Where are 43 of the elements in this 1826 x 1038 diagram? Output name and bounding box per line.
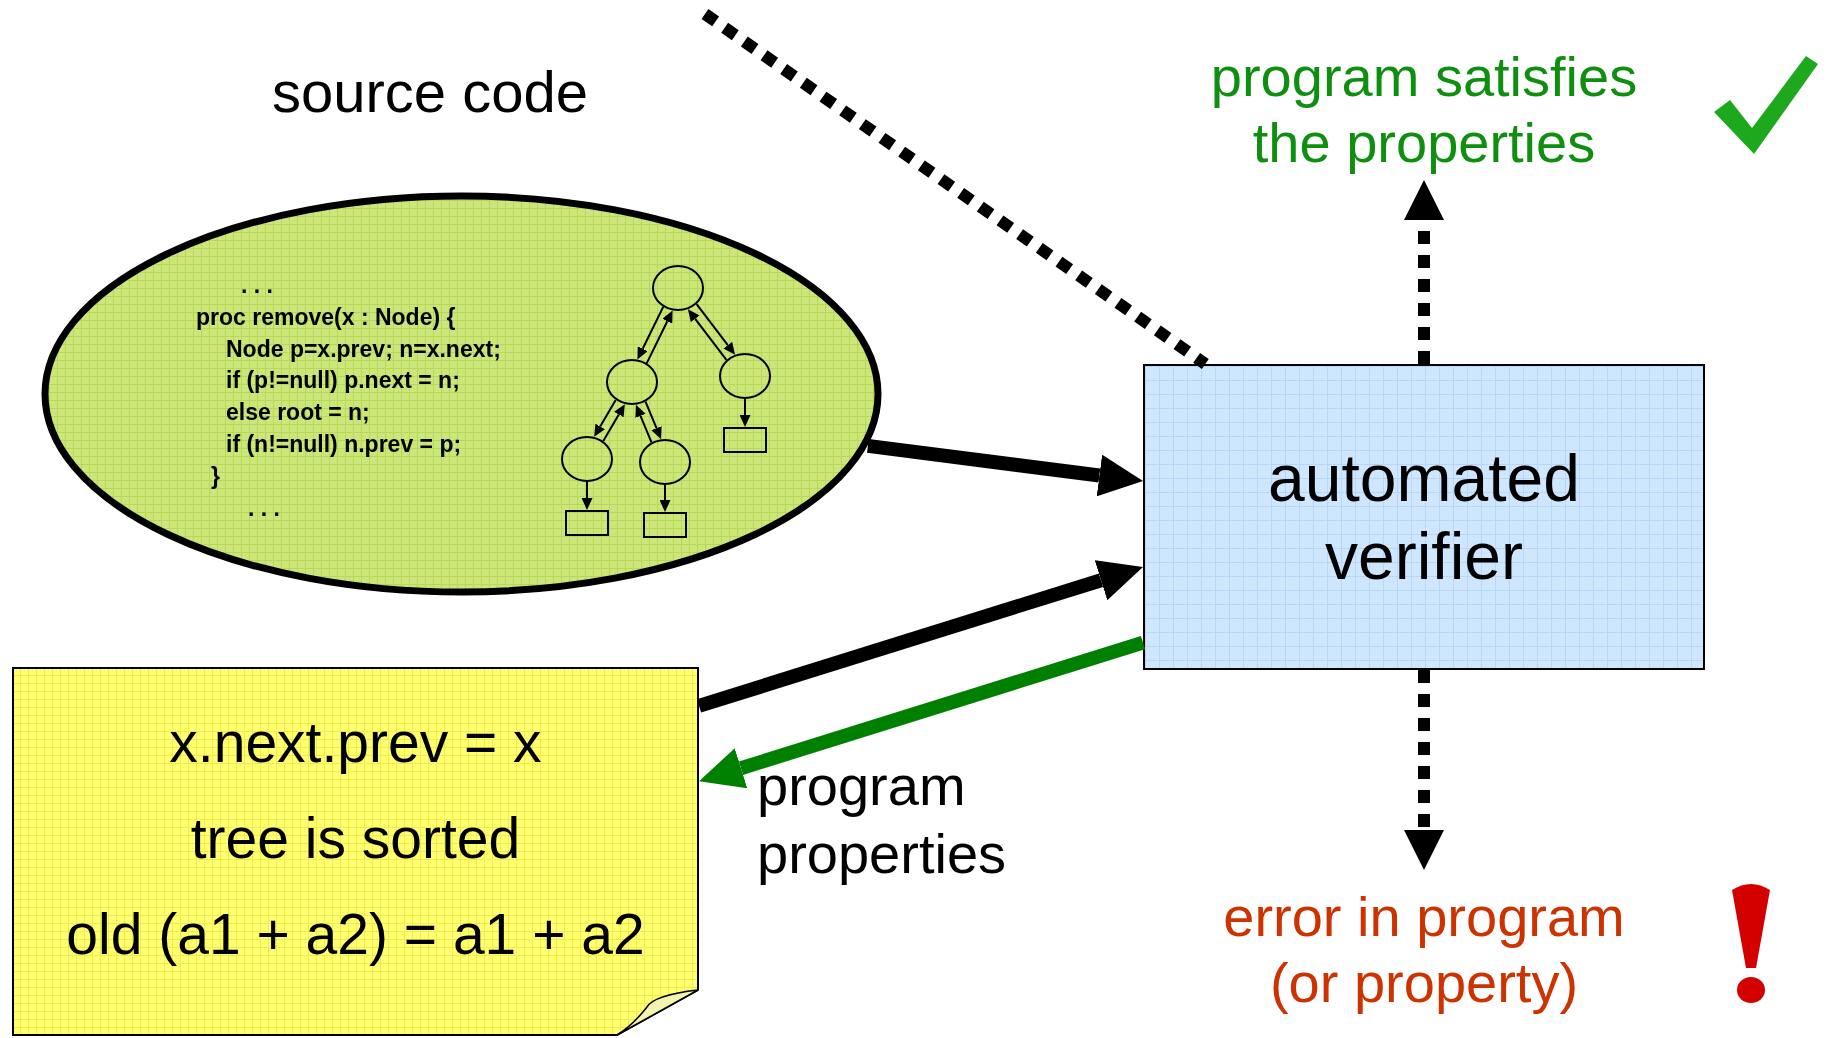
arrow xyxy=(739,398,751,427)
note-card xyxy=(12,667,699,1035)
arrow xyxy=(867,438,1144,497)
caption-text: program properties xyxy=(757,753,1008,887)
square-node xyxy=(565,510,609,536)
circle-node xyxy=(561,436,613,482)
code-line: } xyxy=(211,461,220,491)
code-line: . . . xyxy=(241,271,273,300)
code-line: Node p=x.prev; n=x.next; xyxy=(226,334,501,364)
arrow xyxy=(699,635,1146,789)
arrow xyxy=(594,398,617,437)
connector-line xyxy=(701,9,1209,369)
code-line: proc remove(x : Node) { xyxy=(196,302,456,332)
code-line: . . . xyxy=(248,493,280,523)
result-text: program satisfies the properties xyxy=(1189,40,1659,180)
circle-node xyxy=(639,439,691,485)
result-text: error in program (or property) xyxy=(1189,870,1659,1030)
property-text: tree is sorted xyxy=(189,805,522,872)
caption-text: source code xyxy=(271,58,589,126)
property-text: x.next.prev = x xyxy=(168,709,543,776)
circle-node xyxy=(652,265,704,311)
arrow xyxy=(1404,180,1444,364)
arrow xyxy=(687,309,728,361)
arrow xyxy=(1404,670,1444,870)
arrow xyxy=(637,305,665,360)
arrow xyxy=(695,303,736,355)
arrow xyxy=(645,310,673,365)
arrow xyxy=(644,400,662,440)
property-text: old (a1 + a2) = a1 + a2 xyxy=(65,901,646,968)
code-line: if (n!=null) n.prev = p; xyxy=(226,430,462,459)
oval-shape xyxy=(41,192,882,596)
square-node xyxy=(723,427,767,453)
arrow xyxy=(635,404,653,444)
arrow xyxy=(659,484,671,512)
circle-node xyxy=(606,359,658,405)
arrow xyxy=(581,481,593,510)
square-node xyxy=(643,512,687,538)
process-box: automated verifier xyxy=(1143,364,1705,670)
arrow xyxy=(602,404,625,443)
code-line: else root = n; xyxy=(226,398,370,428)
arrow xyxy=(696,560,1143,713)
circle-node xyxy=(719,353,771,399)
code-line: if (p!=null) p.next = n; xyxy=(226,366,460,396)
